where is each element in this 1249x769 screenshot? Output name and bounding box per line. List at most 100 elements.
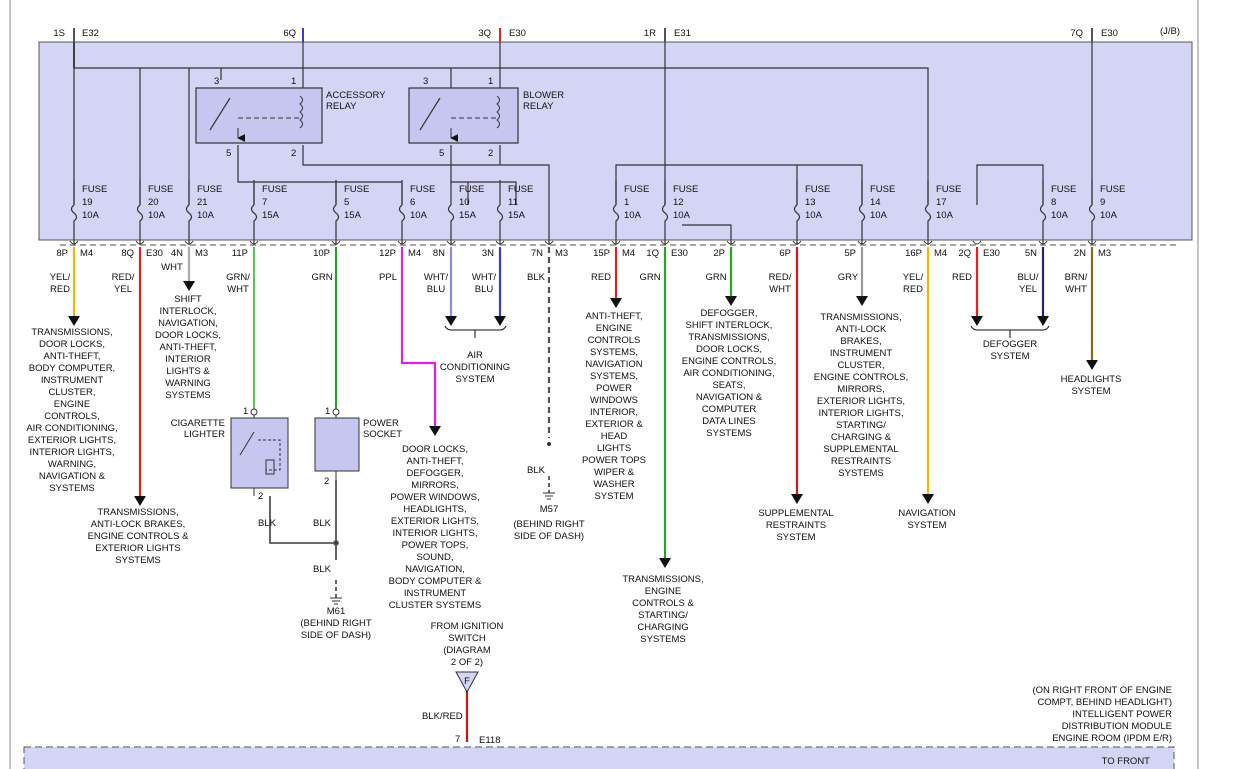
destination-line: SYSTEM <box>907 520 946 531</box>
ipdm-caption: (ON RIGHT FRONT OF ENGINE COMPT, BEHIND … <box>1032 685 1172 767</box>
wire-color-2n: WHT <box>1065 284 1087 295</box>
fuse-number: 8 <box>1051 197 1056 208</box>
top-pin-7q: 7Q <box>1070 28 1083 39</box>
pin-number: 4N <box>171 248 183 259</box>
wire-color-12p: PPL <box>379 272 397 283</box>
top-pin-1s: 1S <box>53 28 65 39</box>
output-wires <box>72 247 1094 742</box>
destination-line: MIRRORS, <box>411 480 459 491</box>
wire-color-5n: YEL <box>1019 284 1037 295</box>
cig-pin1: 1 <box>243 406 248 417</box>
wire-color-10p: GRN <box>311 272 332 283</box>
fuse-amperage: 15A <box>459 210 477 221</box>
destination-line: DATA LINES <box>702 416 756 427</box>
wire-color-8q: RED/ <box>112 272 135 283</box>
fuse-number: 19 <box>82 197 93 208</box>
accessory-relay-label2: RELAY <box>326 101 357 112</box>
fuse-amperage: 15A <box>508 210 526 221</box>
fuse-amperage: 10A <box>936 210 954 221</box>
pin-number: 8N <box>433 248 445 259</box>
pin-number: 12P <box>379 248 396 259</box>
pin-3N: 3N <box>482 240 505 259</box>
destination-line: INTERIOR LIGHTS, <box>393 528 478 539</box>
destination-line: DOOR LOCKS, <box>696 344 762 355</box>
destination-line: POWER WINDOWS, <box>390 492 479 503</box>
fuse-number: 13 <box>805 197 816 208</box>
fuse-label: FUSE <box>805 184 830 195</box>
wire-color-3n: BLU <box>475 284 494 295</box>
destination-line: AIR CONDITIONING, <box>26 423 117 434</box>
fuse-label: FUSE <box>673 184 698 195</box>
pin-connector: M4 <box>408 248 421 259</box>
fuse-label: FUSE <box>197 184 222 195</box>
fuse-amperage: 10A <box>1051 210 1069 221</box>
destination-line: WARNING, <box>48 459 96 470</box>
ps-label-1: POWER <box>363 418 399 429</box>
fuse-amperage: 10A <box>805 210 823 221</box>
destination-8q: TRANSMISSIONS,ANTI-LOCK BRAKES,ENGINE CO… <box>88 507 189 566</box>
pin-5P: 5P <box>844 240 867 259</box>
destination-line: ENGINE <box>645 586 681 597</box>
cig-label-2: LIGHTER <box>184 429 225 440</box>
destination-line: HEADLIGHTS, <box>403 504 466 515</box>
destination-line: INTERLOCK, <box>159 306 216 317</box>
destination-line: ANTI-THEFT, <box>407 456 464 467</box>
destination-line: NAVIGATION, <box>405 564 465 575</box>
pin-10P: 10P <box>313 240 341 259</box>
pin-number: 2Q <box>958 248 971 259</box>
top-pin-1s-conn: E32 <box>82 28 99 39</box>
destination-line: SYSTEMS, <box>590 371 638 382</box>
destination-line: ENGINE <box>596 323 632 334</box>
destination-layer: TRANSMISSIONS,DOOR LOCKS,ANTI-THEFT,BODY… <box>26 294 1121 645</box>
fuse-label: FUSE <box>870 184 895 195</box>
destination-line: ANTI-LOCK BRAKES, <box>91 519 186 530</box>
fuse-number: 1 <box>624 197 629 208</box>
destination-line: ENGINE <box>54 399 90 410</box>
wire-color-5p: GRY <box>838 272 859 283</box>
fuse-number: 5 <box>344 197 349 208</box>
destination-line: LIGHTS & <box>166 366 210 377</box>
fuse-layer: FUSE1910AFUSE2010AFUSE2110AFUSE715AFUSE5… <box>70 180 1125 245</box>
top-pin-3q-conn: E30 <box>509 28 526 39</box>
destination-line: POWER TOPS, <box>402 540 469 551</box>
blower-relay-pin3: 3 <box>423 76 428 87</box>
pin-12P: 12P M4 <box>379 240 421 259</box>
wire-12p <box>400 247 437 428</box>
ps-label-2: SOCKET <box>363 429 402 440</box>
destination-line: CHARGING & <box>831 432 892 443</box>
pin-connector: E30 <box>146 248 163 259</box>
svg-text:M61: M61 <box>327 606 345 617</box>
ground-m57: M57 (BEHIND RIGHT SIDE OF DASH) <box>513 492 585 542</box>
fuse-label: FUSE <box>262 184 287 195</box>
pin-11P: 11P <box>232 240 259 259</box>
accessory-relay-pin1: 1 <box>291 76 296 87</box>
destination-line: SYSTEM <box>594 491 633 502</box>
destination-line: CONTROLS <box>588 335 641 346</box>
destination-line: EXTERIOR LIGHTS, <box>28 435 116 446</box>
destination-line: CONTROLS, <box>44 411 99 422</box>
pin-number: 5N <box>1025 248 1037 259</box>
destination-line: AIR CONDITIONING, <box>683 368 774 379</box>
wire-color-11p: GRN/ <box>226 272 250 283</box>
pin-connector: M4 <box>80 248 93 259</box>
accessory-relay-pin3: 3 <box>214 76 219 87</box>
defogger-bracket <box>970 325 1050 331</box>
fuse-amperage: 10A <box>870 210 888 221</box>
destination-line: WIPER & <box>594 467 635 478</box>
destination-line: CHARGING <box>637 622 688 633</box>
wire-color-6p: RED/ <box>769 272 792 283</box>
fuse-number: 10 <box>459 197 470 208</box>
destination-line: SOUND, <box>417 552 454 563</box>
destination-line: SEATS, <box>712 380 745 391</box>
destination-line: DEFOGGER <box>983 339 1038 350</box>
fuse-amperage: 10A <box>410 210 428 221</box>
pin-number: 3N <box>482 248 494 259</box>
fuse-number: 7 <box>262 197 267 208</box>
